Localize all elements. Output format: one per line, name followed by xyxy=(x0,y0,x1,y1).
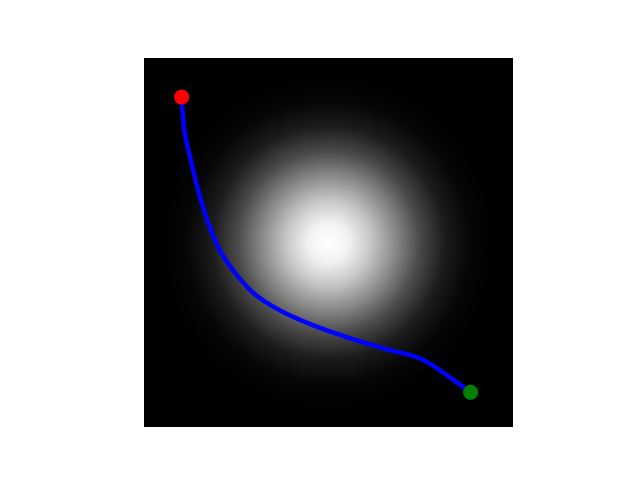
plot-area xyxy=(144,58,513,427)
start-marker xyxy=(174,89,190,105)
end-marker xyxy=(463,384,479,400)
heatmap-blob xyxy=(162,76,495,409)
trajectory-line xyxy=(179,94,473,395)
